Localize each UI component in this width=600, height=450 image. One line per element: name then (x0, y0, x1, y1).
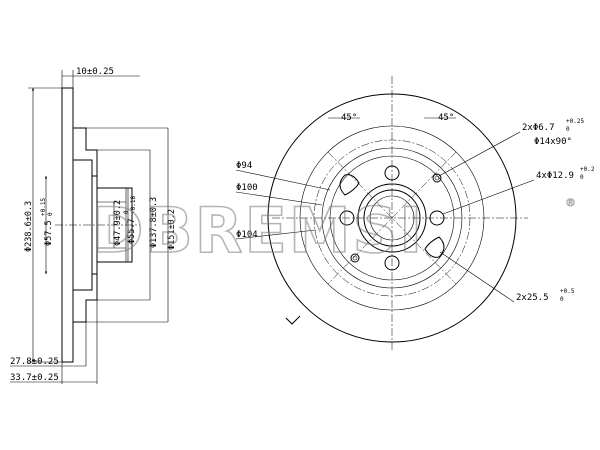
hat-wall-upper (72, 127, 98, 177)
side-section-view: 10±0.25 Φ238.6±0.3 Φ57.5 +0.15 0 Φ47.9±0… (10, 67, 177, 384)
holes-b-tol-bot: 0 (580, 174, 584, 181)
hat-cutout-right (424, 236, 445, 258)
holes-a-leader (438, 131, 521, 177)
angle-right-label: 45° (438, 113, 454, 123)
dim-57-group: Φ57.5 +0.15 0 (40, 198, 54, 246)
hat-inner-circle (329, 155, 455, 281)
brand-watermark: DBREMSI ® (91, 193, 576, 268)
spigot-outline (97, 187, 133, 263)
countersink-label: Φ14x90° (534, 137, 572, 147)
leader-phi100 (235, 191, 323, 206)
wheel-stud-hole-bottom (384, 255, 400, 271)
friction-inner-circle (299, 125, 485, 311)
dim-137-label: Φ137.8±0.3 (149, 197, 159, 248)
disc-outer-circle (267, 93, 517, 343)
dim-55-tol-top: 0 (123, 210, 130, 214)
holes-a-callout: 2xΦ6.7 +0.25 0 (438, 118, 584, 177)
hub-face-section (91, 175, 98, 275)
holes-b-tol-top: +0.2 (580, 166, 595, 173)
dim-55-tol-bot: -0.18 (130, 196, 137, 214)
dim-57-tol-top: +0.15 (40, 198, 47, 216)
leader-phi94 (235, 169, 331, 191)
bottom-dimension-1: 27.8±0.25 (10, 357, 59, 367)
holes-a-tol-bot: 0 (566, 126, 570, 133)
dim-47-label: Φ47.9±0.2 (113, 200, 123, 246)
holes-a-tol-top: +0.25 (566, 118, 584, 125)
dim-55-label: Φ55.7 (127, 218, 137, 244)
wheel-stud-hole-left (339, 210, 355, 226)
dim-57-label: Φ57.5 (44, 220, 54, 246)
dim-151-label: Φ151±0.2 (167, 209, 177, 250)
locating-hole-bottom-left (350, 253, 360, 263)
wheel-stud-hole-top (384, 165, 400, 181)
holes-c-callout: 2x25.5 +0.5 0 (439, 251, 575, 303)
dim-57-tol-bot: 0 (47, 212, 54, 216)
angle-left-label: 45° (341, 113, 357, 123)
holes-b-label: 4xΦ12.9 (536, 171, 574, 181)
holes-b-leader (442, 179, 535, 215)
hat-cutout-left (339, 174, 360, 196)
watermark-text: DBREMSI (92, 194, 424, 267)
hat-circle (321, 147, 463, 289)
holes-c-leader (439, 251, 515, 303)
locating-hole-bottom-left-inner (352, 255, 358, 261)
top-dimension: 10±0.25 (76, 67, 114, 77)
front-diag-centerline-b (327, 151, 457, 285)
disc-ring-section (61, 87, 74, 363)
label-phi94: Φ94 (236, 161, 252, 171)
holes-c-tol-top: +0.5 (560, 288, 575, 295)
watermark-registered: ® (565, 196, 576, 209)
hub-spigot-outer (357, 183, 427, 253)
holes-b-callout: 4xΦ12.9 +0.2 0 (442, 166, 595, 215)
label-phi104: Φ104 (236, 230, 258, 240)
label-phi100: Φ100 (236, 183, 258, 193)
leader-phi104 (235, 229, 317, 240)
dim-55-group: Φ55.7 0 -0.18 (123, 196, 137, 244)
front-view: 45° 45° Φ94 Φ100 Φ104 2xΦ6.7 +0.25 0 Φ14… (235, 76, 595, 352)
section-mark (285, 315, 301, 325)
hat-wall-lower (72, 273, 98, 323)
hub-bore (363, 189, 421, 247)
bottom-dimension-2: 33.7±0.25 (10, 373, 59, 383)
holes-c-tol-bot: 0 (560, 296, 564, 303)
locating-hole-top-right-inner (434, 175, 440, 181)
dim-238-label: Φ238.6±0.3 (24, 201, 34, 252)
holes-a-label: 2xΦ6.7 (522, 123, 555, 133)
hub-bore-inner (369, 195, 415, 241)
holes-c-label: 2x25.5 (516, 293, 549, 303)
wheel-stud-hole-right (429, 210, 445, 226)
bolt-circle-outer (313, 139, 471, 297)
locating-hole-top-right (432, 173, 442, 183)
